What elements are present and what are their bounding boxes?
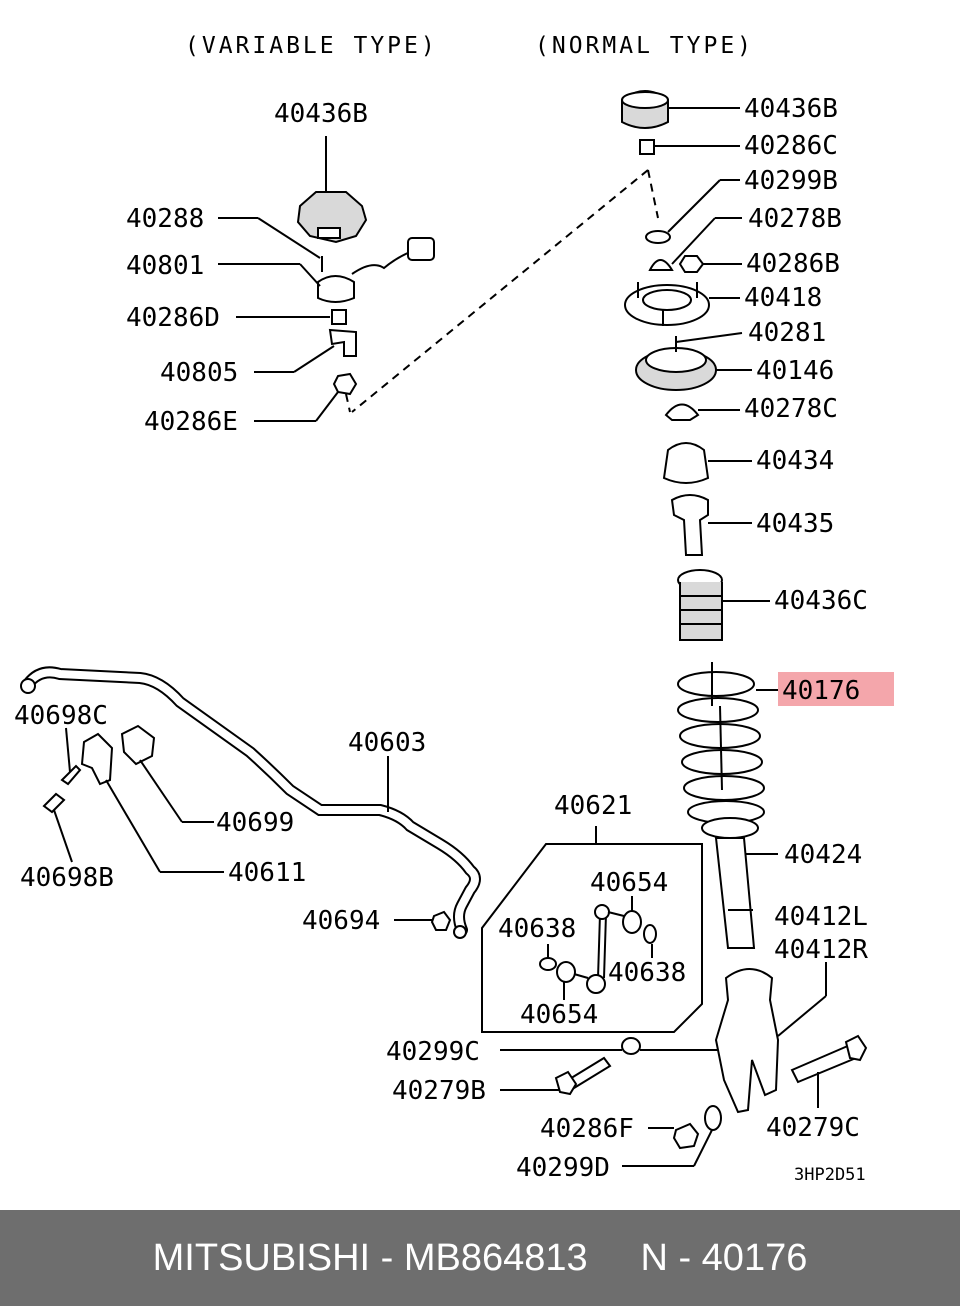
- label-40621: 40621: [554, 791, 632, 821]
- stabilizer-link: [481, 826, 703, 1033]
- label-40176: 40176: [782, 676, 860, 706]
- label-40603: 40603: [348, 728, 426, 758]
- label-40278B: 40278B: [748, 204, 842, 234]
- label-40279B: 40279B: [392, 1076, 486, 1106]
- label-40286E: 40286E: [144, 407, 238, 437]
- label-40299D: 40299D: [516, 1153, 610, 1183]
- parts-diagram: (VARIABLE TYPE) (NORMAL TYPE): [14, 33, 894, 1185]
- normal-type-header: (NORMAL TYPE): [535, 33, 754, 59]
- label-40286F: 40286F: [540, 1114, 634, 1144]
- label-40286D: 40286D: [126, 303, 220, 333]
- label-40146: 40146: [756, 356, 834, 386]
- strut-assembly: [554, 90, 868, 1150]
- label-40698B: 40698B: [20, 863, 114, 893]
- label-40418: 40418: [744, 283, 822, 313]
- label-40412L: 40412L: [774, 902, 868, 932]
- label-40424: 40424: [784, 840, 862, 870]
- label-40436C: 40436C: [774, 586, 868, 616]
- footer-text: MITSUBISHI - MB864813 N - 40176: [152, 1236, 808, 1279]
- label-40281: 40281: [748, 318, 826, 348]
- label-40279C: 40279C: [766, 1113, 860, 1143]
- label-40435: 40435: [756, 509, 834, 539]
- label-40694: 40694: [302, 906, 380, 936]
- highlight-box: [778, 672, 894, 706]
- diagram-code: 3HP2D51: [794, 1165, 866, 1185]
- label-40699: 40699: [216, 808, 294, 838]
- strut-leaders: [345, 107, 827, 1167]
- label-40288: 40288: [126, 204, 204, 234]
- label-40278C: 40278C: [744, 394, 838, 424]
- variable-type-assembly: [296, 191, 435, 396]
- label-40698C: 40698C: [14, 701, 108, 731]
- label-40654-top: 40654: [590, 868, 668, 898]
- label-40299B: 40299B: [744, 166, 838, 196]
- label-40805: 40805: [160, 358, 238, 388]
- label-40436B-top: 40436B: [744, 94, 838, 124]
- variable-leaders: [218, 136, 339, 422]
- label-40434: 40434: [756, 446, 834, 476]
- label-40299C: 40299C: [386, 1037, 480, 1067]
- variable-type-header: (VARIABLE TYPE): [185, 33, 438, 59]
- stabilizer-leaders: [53, 727, 432, 921]
- label-40638-right: 40638: [608, 958, 686, 988]
- label-40654-bottom: 40654: [520, 1000, 598, 1030]
- label-40286B: 40286B: [746, 249, 840, 279]
- label-40801: 40801: [126, 251, 204, 281]
- label-40286C: 40286C: [744, 131, 838, 161]
- stabilizer-bar: [20, 666, 481, 939]
- part-labels: 40436B 40286C 40299B 40278B 40286B 40418…: [14, 94, 868, 1185]
- label-40611: 40611: [228, 858, 306, 888]
- footer-bar: MITSUBISHI - MB864813 N - 40176: [0, 1210, 960, 1306]
- label-40412R: 40412R: [774, 935, 868, 965]
- label-40436B-variable: 40436B: [274, 99, 368, 129]
- label-40638-left: 40638: [498, 914, 576, 944]
- coil-spring: [677, 662, 765, 824]
